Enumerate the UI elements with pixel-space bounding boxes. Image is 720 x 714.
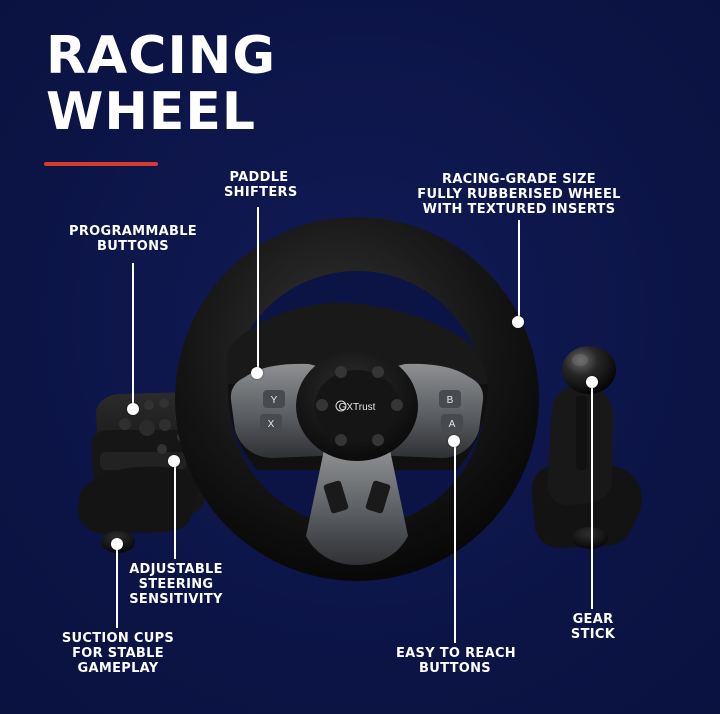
- wheel-housing: [227, 302, 487, 384]
- programmable-buttons-line-2: BUTTONS: [97, 239, 169, 254]
- bottom-spoke: [306, 450, 408, 565]
- gear-stick-line-1: GEAR: [572, 612, 614, 627]
- left-base: [78, 466, 198, 535]
- white-dot-icon: [448, 435, 460, 447]
- adjustable-sensitivity-line-3: SENSITIVITY: [129, 592, 223, 607]
- easy-reach-line: [454, 447, 456, 643]
- racing-grade-line-3: WITH TEXTURED INSERTS: [422, 202, 616, 217]
- left-action-buttons: Y X: [260, 390, 285, 432]
- headline: RACING WHEEL: [46, 28, 276, 140]
- white-dot-icon: [251, 367, 263, 379]
- white-dot-icon: [168, 455, 180, 467]
- bottom-slot-right: [365, 480, 391, 514]
- suction-cups-line-2: FOR STABLE: [72, 646, 164, 661]
- suction-cups-line-1: SUCTION CUPS: [61, 631, 175, 646]
- gear-knob: [562, 346, 616, 394]
- racing-grade-line: [518, 220, 520, 316]
- suction-cups-line: [116, 548, 118, 628]
- gear-knob-highlight: [572, 354, 588, 366]
- y-button-label: Y: [271, 395, 278, 406]
- paddle-shifters-line: [257, 207, 259, 368]
- white-dot-icon: [512, 316, 524, 328]
- right-suction-cup: [572, 527, 608, 549]
- a-button-label: A: [449, 419, 456, 430]
- hub-center: [315, 370, 399, 442]
- adjustable-sensitivity-callout: ADJUSTABLE STEERING SENSITIVITY: [126, 562, 226, 607]
- easy-reach-callout: EASY TO REACH BUTTONS: [396, 646, 516, 676]
- white-dot-icon: [127, 403, 139, 415]
- programmable-buttons-line: [132, 263, 134, 405]
- bottom-slot-left: [323, 480, 349, 514]
- racing-grade-line-1: RACING-GRADE SIZE: [442, 172, 596, 187]
- gear-shaft: [576, 396, 587, 470]
- gxtrust-logo-icon: [335, 400, 347, 412]
- adjustable-sensitivity-line-2: STEERING: [138, 577, 214, 592]
- easy-reach-line-1: EASY TO REACH: [396, 646, 516, 661]
- white-dot-icon: [111, 538, 123, 550]
- easy-reach-line-2: BUTTONS: [419, 661, 491, 676]
- white-dot-icon: [586, 376, 598, 388]
- suction-cups-line-3: GAMEPLAY: [77, 661, 159, 676]
- right-action-buttons: B A: [439, 390, 463, 432]
- gear-stick-line-2: STICK: [570, 627, 616, 642]
- adjustable-sensitivity-line-1: ADJUSTABLE: [129, 562, 223, 577]
- programmable-buttons-callout: PROGRAMMABLE BUTTONS: [64, 224, 202, 254]
- paddle-shifters-callout: PADDLE SHIFTERS: [224, 170, 298, 200]
- console-strip: [100, 452, 186, 470]
- paddle-shifters-line-1: PADDLE: [229, 170, 289, 185]
- accent-bar: [44, 162, 158, 166]
- b-button-label: B: [447, 395, 454, 406]
- headline-line-2: WHEEL: [46, 82, 257, 143]
- gear-stick-line: [591, 388, 593, 609]
- headline-line-1: RACING: [46, 26, 276, 86]
- gear-stick-callout: GEAR STICK: [566, 612, 620, 642]
- suction-cups-callout: SUCTION CUPS FOR STABLE GAMEPLAY: [56, 631, 180, 676]
- x-button-label: X: [268, 419, 275, 430]
- adjustable-sensitivity-line: [174, 465, 176, 559]
- hub-buttons: [316, 366, 403, 446]
- brand-logo-text: GXTrust: [339, 402, 376, 413]
- paddle-shifters-line-2: SHIFTERS: [224, 185, 298, 200]
- programmable-buttons-line-1: PROGRAMMABLE: [69, 224, 197, 239]
- racing-grade-line-2: FULLY RUBBERISED WHEEL: [417, 187, 621, 202]
- racing-grade-callout: RACING-GRADE SIZE FULLY RUBBERISED WHEEL…: [414, 172, 624, 217]
